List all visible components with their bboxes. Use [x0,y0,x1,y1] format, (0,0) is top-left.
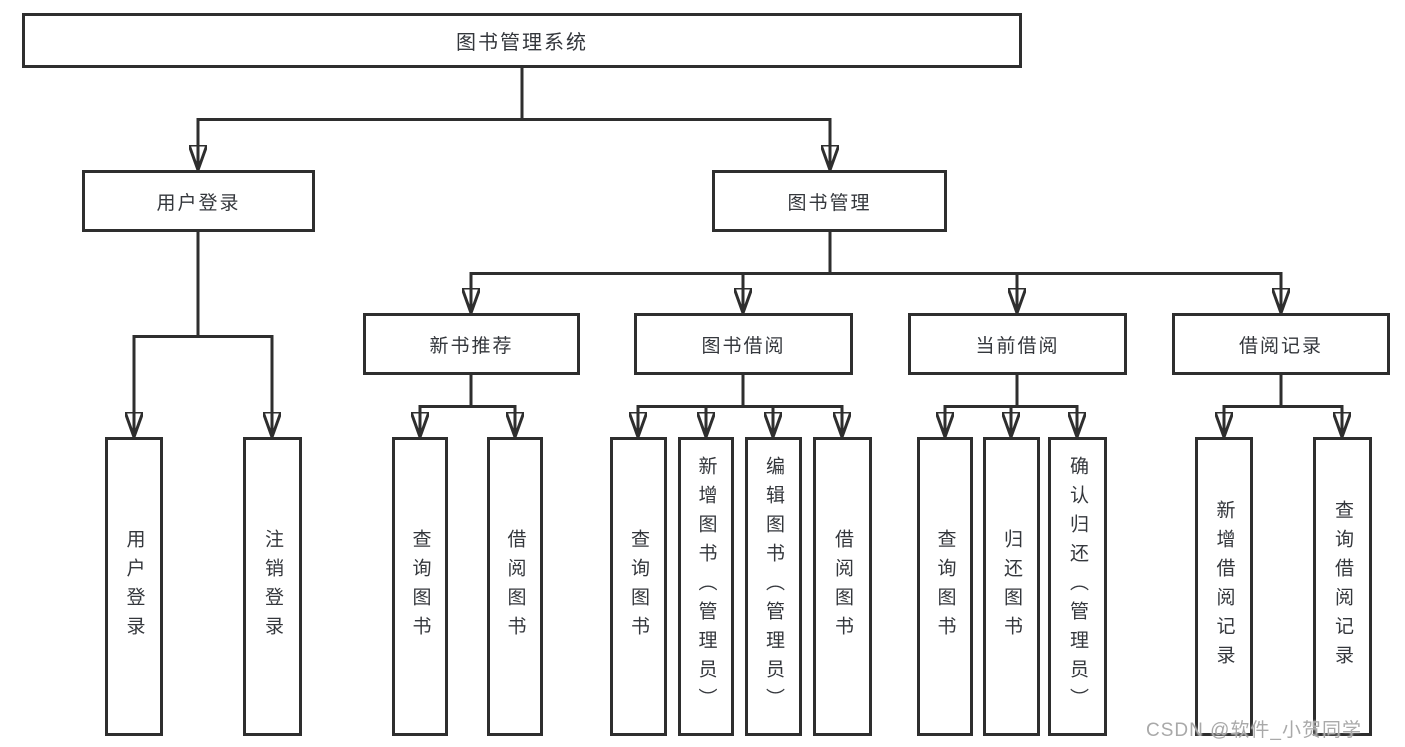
node-cb-return-books: 归还图书 [983,437,1040,736]
node-ul-logout-label: 注销登录 [262,528,283,645]
node-nb-borrow-books-label: 借阅图书 [504,528,526,645]
node-ul-user-login-label: 用户登录 [123,528,145,645]
node-cb-confirm-return-admin: 确认归还（管理员） [1048,437,1107,736]
node-ul-user-login: 用户登录 [105,437,163,736]
node-book-mgmt-label: 图书管理 [787,192,872,214]
node-nb-borrow-books: 借阅图书 [487,437,543,736]
node-borrow-records-label: 借阅记录 [1238,335,1323,357]
node-root: 图书管理系统 [22,13,1022,68]
node-new-book-rec-label: 新书推荐 [429,335,514,357]
node-bb-edit-books-admin: 编辑图书（管理员） [745,437,802,736]
node-nb-query-books-label: 查询图书 [409,528,431,645]
node-ul-logout: 注销登录 [243,437,302,736]
node-root-label: 图书管理系统 [456,32,588,54]
node-cb-query-books: 查询图书 [917,437,973,736]
node-bb-edit-books-admin-label: 编辑图书（管理员） [763,456,784,717]
node-br-add-record-label: 新增借阅记录 [1213,499,1235,674]
node-new-book-rec: 新书推荐 [363,313,580,375]
node-br-query-record-label: 查询借阅记录 [1332,499,1353,674]
node-bb-add-books-admin-label: 新增图书（管理员） [695,456,717,717]
node-user-login-label: 用户登录 [156,192,241,214]
node-user-login: 用户登录 [82,170,315,232]
node-br-query-record: 查询借阅记录 [1313,437,1372,736]
node-bb-borrow-books: 借阅图书 [813,437,872,736]
csdn-watermark: CSDN @软件_小贺同学 [1146,720,1362,741]
node-cb-return-books-label: 归还图书 [1001,528,1022,645]
node-br-add-record: 新增借阅记录 [1195,437,1253,736]
node-book-borrow-label: 图书借阅 [701,335,786,357]
node-nb-query-books: 查询图书 [392,437,448,736]
node-current-borrow-label: 当前借阅 [975,335,1060,357]
node-bb-borrow-books-label: 借阅图书 [832,528,853,645]
node-bb-add-books-admin: 新增图书（管理员） [678,437,734,736]
node-bb-query-books: 查询图书 [610,437,667,736]
node-bb-query-books-label: 查询图书 [628,528,649,645]
node-book-mgmt: 图书管理 [712,170,947,232]
node-cb-confirm-return-admin-label: 确认归还（管理员） [1067,456,1088,717]
node-borrow-records: 借阅记录 [1172,313,1390,375]
node-book-borrow: 图书借阅 [634,313,853,375]
node-cb-query-books-label: 查询图书 [934,528,956,645]
node-current-borrow: 当前借阅 [908,313,1127,375]
